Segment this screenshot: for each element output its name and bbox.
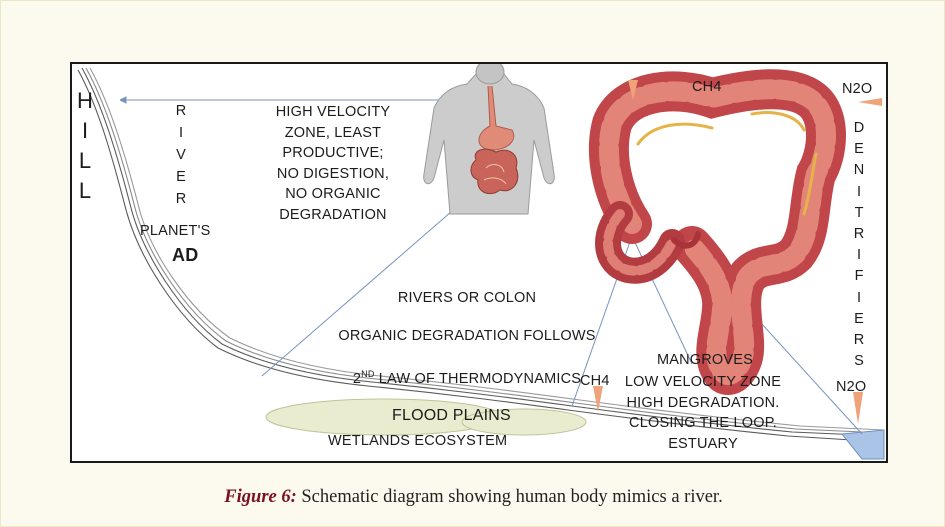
- low-velocity-zone-text: LOW VELOCITY ZONE HIGH DEGRADATION. CLOS…: [618, 372, 788, 454]
- figure-caption-label: Figure 6:: [224, 487, 296, 507]
- ch4-bottom-label: CH4: [580, 372, 610, 391]
- ad-label: AD: [172, 246, 198, 265]
- figure-caption-text: Schematic diagram showing human body mim…: [297, 487, 723, 507]
- figure-caption: Figure 6: Schematic diagram showing huma…: [1, 487, 945, 508]
- ch4-top-label: CH4: [692, 78, 722, 97]
- high-velocity-zone-text: HIGH VELOCITY ZONE, LEAST PRODUCTIVE; NO…: [248, 102, 418, 225]
- mangroves-label: MANGROVES: [650, 351, 760, 370]
- flood-plains-label: FLOOD PLAINS: [392, 406, 511, 425]
- planets-label: PLANET'S: [140, 222, 210, 241]
- n2o-bottom-label: N2O: [836, 378, 866, 397]
- colon-illustration: [608, 89, 826, 375]
- human-torso-illustration: [424, 64, 555, 214]
- n2o-top-label: N2O: [842, 80, 872, 99]
- n2o-top-arrow-shape: [858, 98, 882, 106]
- wetlands-ecosystem-label: WETLANDS ECOSYSTEM: [328, 432, 507, 451]
- rivers-or-colon-text: RIVERS OR COLON ORGANIC DEGRADATION FOLL…: [322, 270, 612, 389]
- estuary-water: [842, 430, 884, 459]
